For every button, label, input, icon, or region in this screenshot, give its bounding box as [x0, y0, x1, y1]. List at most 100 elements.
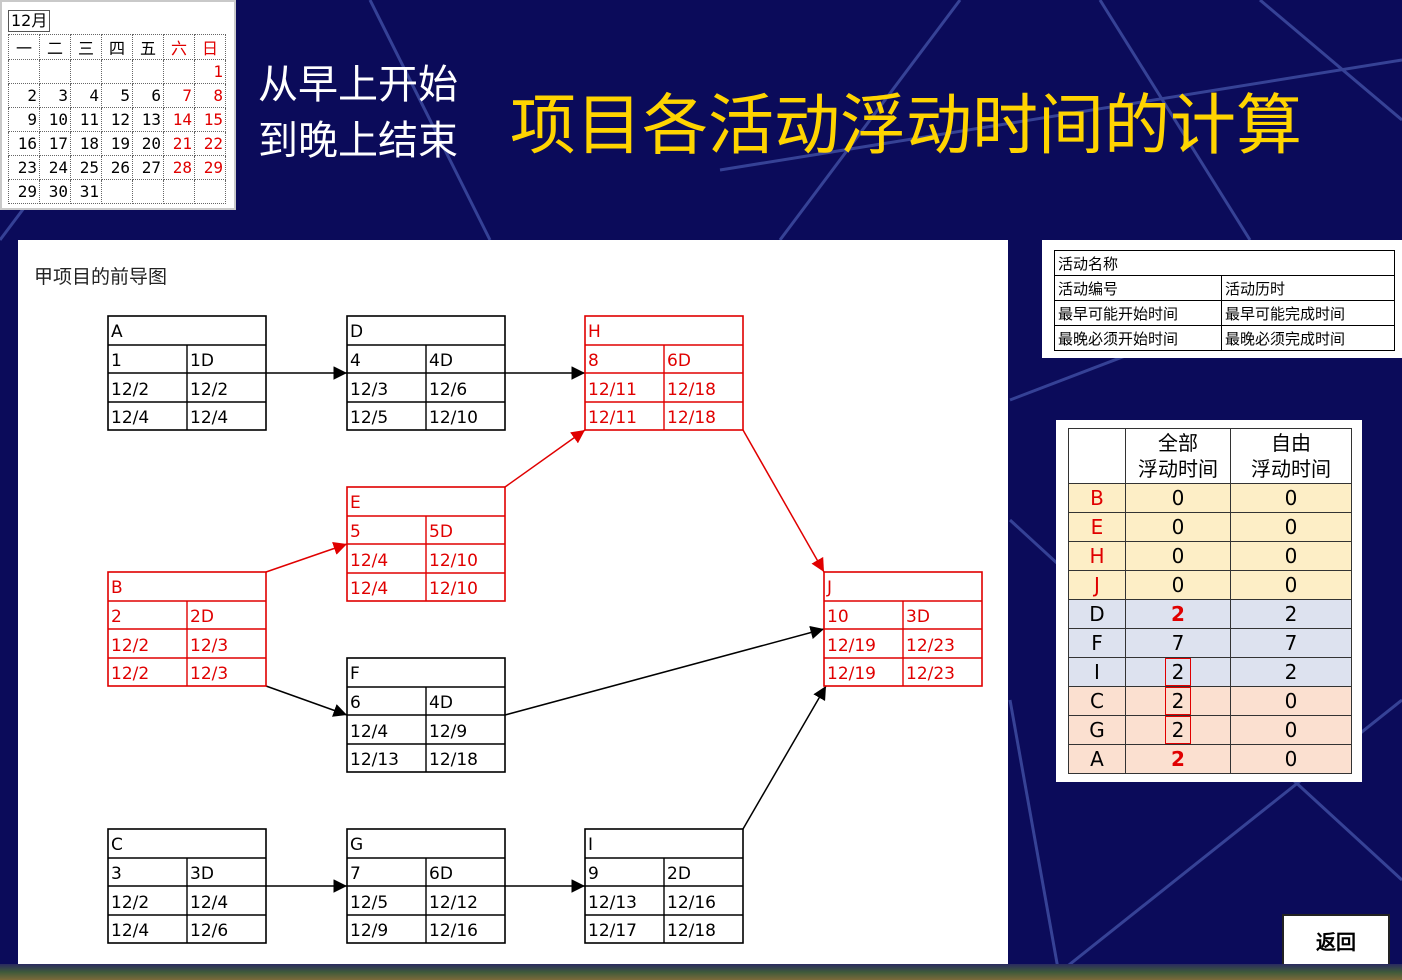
float-total: 7	[1171, 631, 1185, 655]
float-activity: G	[1068, 715, 1126, 745]
node-lf: 12/4	[190, 408, 228, 428]
calendar-weekday: 日	[194, 34, 226, 60]
node-lf: 12/18	[667, 408, 716, 428]
node-num: 4	[350, 351, 361, 371]
node-num: 6	[350, 693, 361, 713]
node-legend-panel: 活动名称 活动编号 活动历时 最早可能开始时间 最早可能完成时间 最晚必须开始时…	[1042, 240, 1402, 358]
node-ls: 12/13	[350, 750, 399, 770]
node-dur: 6D	[429, 864, 453, 884]
node-lf: 12/10	[429, 579, 478, 599]
node-ls: 12/4	[350, 579, 388, 599]
float-activity: F	[1068, 628, 1126, 658]
calendar-day: 5	[101, 83, 133, 108]
calendar-weekday: 五	[132, 34, 164, 60]
node-dur: 2D	[190, 607, 214, 627]
float-free: 2	[1230, 599, 1352, 629]
node-ef: 12/6	[429, 380, 467, 400]
node-legend: 活动名称 活动编号 活动历时 最早可能开始时间 最早可能完成时间 最晚必须开始时…	[1054, 250, 1395, 351]
back-button[interactable]: 返回	[1282, 914, 1390, 966]
node-dur: 5D	[429, 522, 453, 542]
float-total-cell: 2	[1125, 686, 1231, 716]
node-num: 7	[350, 864, 361, 884]
node-name: J	[826, 578, 832, 598]
node-lf: 12/3	[190, 664, 228, 684]
calendar-day: 4	[70, 83, 102, 108]
float-total-cell: 0	[1125, 512, 1231, 542]
subtitle-line-2: 到晚上结束	[258, 118, 458, 164]
node-es: 12/13	[588, 893, 637, 913]
float-total-cell: 7	[1125, 628, 1231, 658]
node-ls: 12/19	[827, 664, 876, 684]
node-name: G	[350, 835, 363, 855]
float-total-cell: 2	[1125, 715, 1231, 745]
node-ls: 12/2	[111, 664, 149, 684]
calendar-day: 7	[163, 83, 195, 108]
calendar-weekday: 二	[39, 34, 71, 60]
float-total: 2	[1164, 716, 1192, 744]
calendar-day: 29	[8, 179, 40, 204]
node-num: 3	[111, 864, 122, 884]
float-free: 0	[1230, 483, 1352, 513]
float-free: 7	[1230, 628, 1352, 658]
node-lf: 12/10	[429, 408, 478, 428]
node-name: C	[111, 835, 123, 855]
node-name: F	[350, 664, 360, 684]
node-lf: 12/18	[667, 921, 716, 941]
node-name: D	[350, 322, 363, 342]
calendar-day	[132, 59, 164, 84]
legend-activity-duration: 活动历时	[1221, 275, 1395, 301]
float-free: 2	[1230, 657, 1352, 687]
float-total: 2	[1171, 602, 1185, 626]
float-total: 0	[1171, 515, 1185, 539]
float-total-cell: 2	[1125, 657, 1231, 687]
node-ef: 12/3	[190, 636, 228, 656]
float-total: 2	[1164, 687, 1192, 715]
calendar-day: 12	[101, 107, 133, 132]
node-es: 12/11	[588, 380, 637, 400]
node-num: 5	[350, 522, 361, 542]
node-ef: 12/9	[429, 722, 467, 742]
node-name: I	[588, 835, 593, 855]
subtitle-line-1: 从早上开始	[258, 62, 458, 108]
legend-activity-name: 活动名称	[1054, 250, 1395, 276]
edge-b-e	[265, 542, 348, 573]
node-dur: 6D	[667, 351, 691, 371]
float-activity: J	[1068, 570, 1126, 600]
float-header-total: 全部 浮动时间	[1125, 428, 1231, 484]
float-activity: B	[1068, 483, 1126, 513]
float-total-cell: 0	[1125, 483, 1231, 513]
float-row: F 7 7	[1068, 628, 1352, 658]
calendar-day: 9	[8, 107, 40, 132]
calendar-weekday: 一	[8, 34, 40, 60]
float-total: 2	[1164, 658, 1192, 686]
node-es: 12/2	[111, 380, 149, 400]
float-activity: A	[1068, 744, 1126, 774]
calendar-day: 8	[194, 83, 226, 108]
calendar-day	[132, 179, 164, 204]
calendar-day	[101, 59, 133, 84]
float-free: 0	[1230, 744, 1352, 774]
legend-early-start: 最早可能开始时间	[1054, 300, 1222, 326]
node-es: 12/4	[350, 722, 388, 742]
calendar-day: 24	[39, 155, 71, 180]
float-header-free: 自由 浮动时间	[1230, 428, 1352, 484]
calendar-day: 15	[194, 107, 226, 132]
float-header-activity	[1068, 428, 1126, 484]
float-activity: E	[1068, 512, 1126, 542]
